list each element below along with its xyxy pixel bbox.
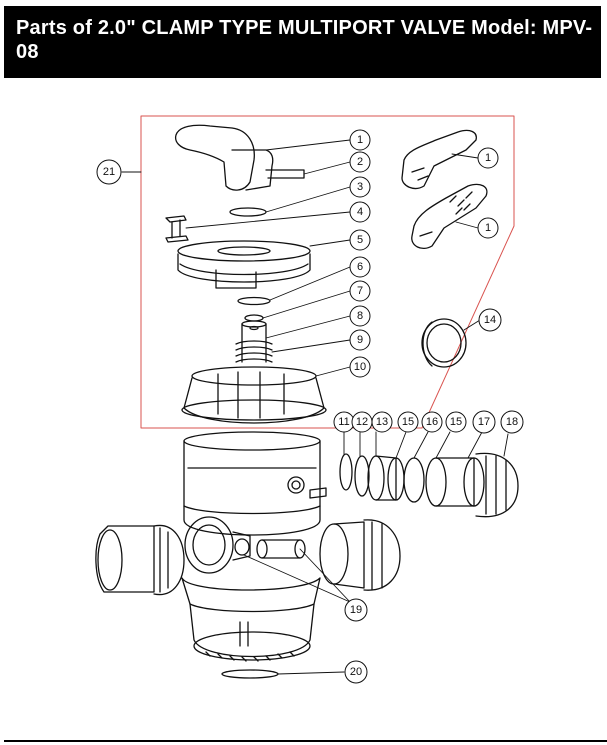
- callout-12: 12: [356, 416, 368, 428]
- callout-21: 21: [103, 166, 115, 178]
- callout-19: 19: [350, 604, 362, 616]
- callout-5: 5: [357, 234, 363, 246]
- callout-1b: 1: [485, 152, 491, 164]
- o-ring-part-20: [221, 669, 279, 679]
- callout-17: 17: [478, 416, 490, 428]
- callout-16: 16: [426, 416, 438, 428]
- callout-15a: 15: [402, 416, 414, 428]
- center-port: [184, 516, 306, 574]
- callout-4: 4: [357, 206, 363, 218]
- valve-body: [183, 431, 327, 536]
- callout-20: 20: [350, 666, 362, 678]
- o-ring-part-6: [237, 296, 271, 306]
- callout-10: 10: [354, 361, 366, 373]
- handle-part-1: [174, 124, 305, 191]
- footer-rule: [4, 740, 607, 742]
- right-union: [319, 519, 401, 591]
- washer-part-3: [229, 207, 267, 217]
- kit-21-outline: [140, 115, 515, 429]
- page: Parts of 2.0" CLAMP TYPE MULTIPORT VALVE…: [4, 0, 607, 745]
- callout-2: 2: [357, 156, 363, 168]
- rotor-part-10: [181, 366, 327, 424]
- handle-variant-1c: [411, 183, 488, 250]
- callout-18: 18: [506, 416, 518, 428]
- callout-13: 13: [376, 416, 388, 428]
- callout-1a: 1: [357, 134, 363, 146]
- o-ring-part-7: [244, 314, 264, 322]
- cap-part-14: [421, 318, 467, 368]
- exploded-parts-diagram: 1 2 3 4 5 6 7 8 9 10 1 1 21 14 11 12 13 …: [95, 115, 524, 684]
- callout-11: 11: [338, 416, 349, 428]
- callout-7: 7: [357, 285, 363, 297]
- handle-variant-1b: [401, 129, 477, 190]
- callout-3: 3: [357, 181, 363, 193]
- pin-part-4: [165, 215, 189, 243]
- cover-part-5: [177, 240, 311, 289]
- title-bar: Parts of 2.0" CLAMP TYPE MULTIPORT VALVE…: [4, 6, 601, 78]
- callout-6: 6: [357, 261, 363, 273]
- leader-lines: [121, 139, 509, 675]
- page-title: Parts of 2.0" CLAMP TYPE MULTIPORT VALVE…: [16, 17, 593, 63]
- callout-15b: 15: [450, 416, 462, 428]
- side-port-assembly: [339, 452, 519, 518]
- callout-14: 14: [484, 314, 496, 326]
- callout-9: 9: [357, 334, 363, 346]
- callout-1c: 1: [485, 222, 491, 234]
- stem-part-8: [241, 320, 267, 363]
- left-union: [95, 524, 185, 596]
- callout-8: 8: [357, 310, 363, 322]
- bottom-housing: [181, 577, 321, 662]
- spring-part-9: [235, 340, 273, 363]
